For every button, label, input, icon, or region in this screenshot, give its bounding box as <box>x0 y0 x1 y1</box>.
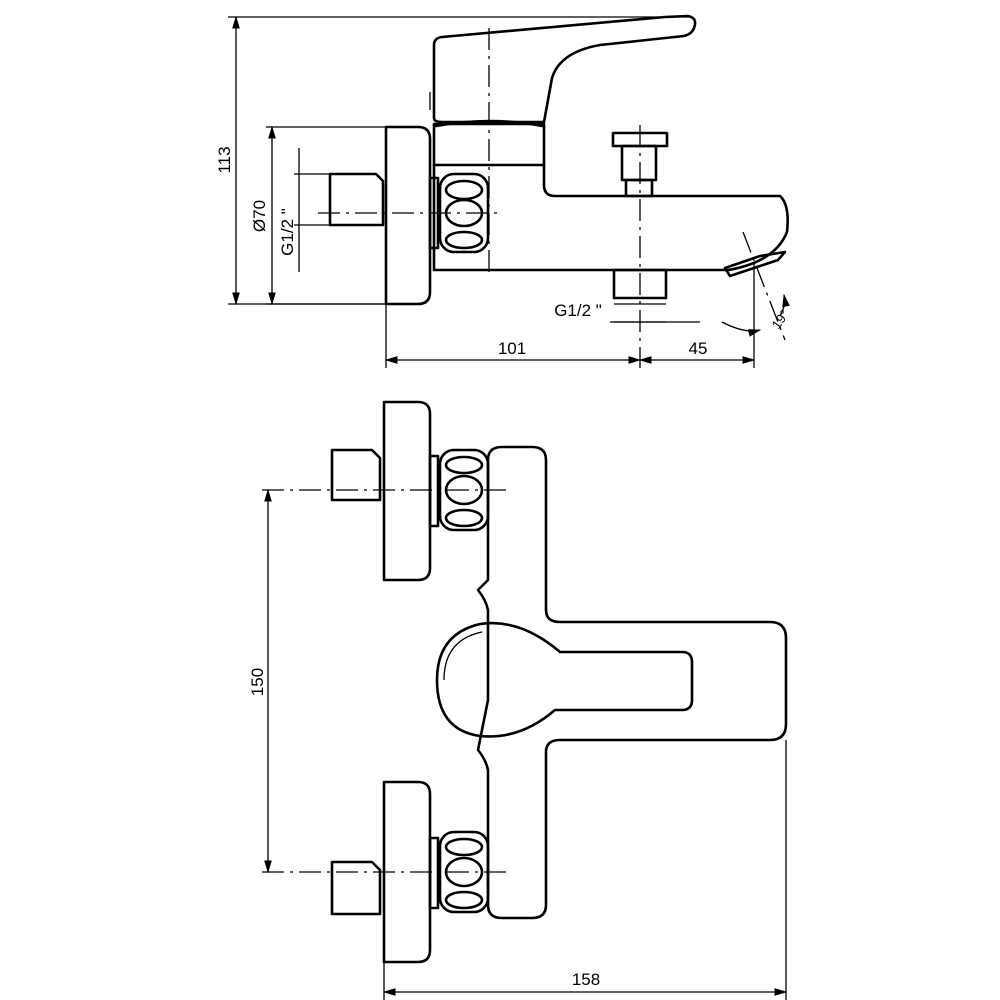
dim-inlet-spacing-150: 150 <box>248 668 267 696</box>
dim-flange-diameter: Ø70 <box>250 200 269 232</box>
dim-overall-width-158: 158 <box>572 970 600 989</box>
dim-spout-45: 45 <box>689 339 708 358</box>
dim-body-to-spout-101: 101 <box>498 339 526 358</box>
top-view: 150 158 <box>248 400 788 1000</box>
side-bottom-outlet <box>612 268 668 300</box>
dim-inlet-thread: G1/2 " <box>278 208 297 256</box>
side-lever-handle <box>432 14 697 124</box>
top-lower-flange <box>382 780 432 964</box>
top-upper-inlet <box>330 448 382 502</box>
top-upper-flange <box>382 400 432 582</box>
side-wall-flange <box>384 125 432 306</box>
side-inlet-fitting <box>328 172 385 227</box>
side-aerator <box>723 250 787 278</box>
dim-angle-19: 19° <box>769 307 793 332</box>
side-view: 113 Ø70 G1/2 " G1/2 " 101 45 19° <box>215 14 793 368</box>
dim-outlet-thread: G1/2 " <box>554 301 602 320</box>
top-lever-handle <box>435 621 694 738</box>
top-lower-inlet <box>330 860 382 916</box>
dim-height-113: 113 <box>215 146 234 173</box>
top-body-and-spout <box>476 445 788 920</box>
